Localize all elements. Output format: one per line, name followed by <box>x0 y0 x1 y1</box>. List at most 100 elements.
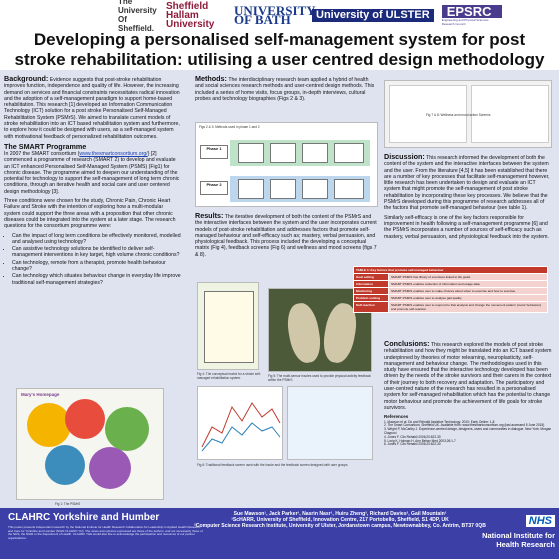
affiliation-2: ²Computer Science Research Institute, Un… <box>194 523 486 529</box>
fig6-traditional-feedback <box>197 386 283 460</box>
discussion-text-2: Similarly self-efficacy is one of the ke… <box>384 214 549 240</box>
nhs-badge: NHS <box>525 515 555 527</box>
phase2-label: Phase 2 <box>200 181 228 195</box>
fig7-8-wellness-screens <box>384 80 552 148</box>
question-item: Can technology which situates behaviour … <box>12 273 181 286</box>
clahrc-title: CLAHRC Yorkshire and Humber <box>8 512 160 523</box>
mood-screen <box>471 85 549 143</box>
table-key: Goal setting <box>353 273 389 281</box>
affiliation-1: ¹ScHARR, University of Sheffield, Innova… <box>231 517 449 523</box>
nihr-line-1: National Institute for <box>482 531 555 540</box>
nihr-logo: NHS National Institute for Health Resear… <box>475 511 555 549</box>
methods-block: Methods: The interdisciplinary research … <box>195 75 375 105</box>
reference-item: 3. Wright P, McCarthy J. Experience-cent… <box>384 427 552 435</box>
table-key: Problem solving <box>353 294 389 302</box>
epsrc-mark: EPSRC <box>441 4 502 18</box>
sheffield-hallam-logo: Sheffield Hallam University <box>166 0 215 30</box>
phase1-step <box>270 143 296 163</box>
fig5-caption: Fig 5: The multi-sensor insoles used to … <box>268 374 371 382</box>
table-header: TABLE 1: Key factors that promote self-m… <box>353 266 548 274</box>
fig4-caption: Fig 4: The conceptual matrix for a strok… <box>197 372 261 380</box>
methods-heading: Methods: <box>195 74 227 83</box>
table-key: Monitoring <box>353 287 389 295</box>
phase2-step <box>334 179 364 199</box>
phase1-label: Phase 1 <box>200 145 228 159</box>
fig1-circle-red <box>65 399 105 439</box>
table-key: Self-reaction <box>353 301 389 313</box>
phase1-step <box>302 143 328 163</box>
phase2-step <box>270 179 296 199</box>
phase1-step <box>334 143 364 163</box>
conclusions-block: Conclusions: This research explored the … <box>384 340 552 447</box>
fig1-circle-blue <box>45 445 85 485</box>
results-heading: Results: <box>195 211 224 220</box>
results-text: The iterative development of both the co… <box>195 214 377 258</box>
phase1-step <box>238 143 264 163</box>
smart-heading: The SMART Programme <box>4 141 87 151</box>
phase2-step <box>238 179 264 199</box>
results-block: Results: The iterative development of bo… <box>195 212 378 261</box>
ulster-logo: University of ULSTER <box>312 8 434 22</box>
question-item: Can assistive technology solutions be id… <box>12 246 181 259</box>
fig2-caption: Figs 2 & 3: Methods used in phase 1 and … <box>199 125 260 129</box>
authors: Sue Mawson¹, Jack Parker¹, Nasrin Nasr¹,… <box>233 511 447 517</box>
smart-text-a: In 2007 the SMART consortium ( <box>4 150 80 157</box>
nihr-line-2: Health Research <box>496 540 555 549</box>
background-heading: Background: <box>4 74 49 83</box>
fig1-psmrs-screenshot: Mary's Homepage <box>16 388 164 500</box>
reference-item: 5. Lorig K, Holman H. Ann Behav Med 2003… <box>384 438 456 443</box>
fig78-caption: Fig 7 & 8: Wellness and mood action Scre… <box>426 113 491 117</box>
fig6-designed-feedback <box>287 386 373 460</box>
table-value: SMART PSMrS enables user to respond to t… <box>388 301 548 313</box>
poster-title: Developing a personalised self-managemen… <box>14 30 545 69</box>
discussion-heading: Discussion: <box>384 152 425 161</box>
reference-item: 6. Jones F. Clin Rehabil 2006;20:622-30 <box>384 442 441 447</box>
table-value: SMART PSMrS enables collection of inform… <box>388 280 548 288</box>
references-heading: References <box>384 414 409 420</box>
fig4-conceptual-matrix <box>197 282 259 370</box>
methods-text: The interdisciplinary research team appl… <box>195 77 375 102</box>
table-value: SMART PSMrS enables user to analyse gait… <box>388 294 548 302</box>
table-value: SMART PSMrS has library of exercises lin… <box>388 273 548 281</box>
disclaimer-text: This poster presents independent researc… <box>8 525 203 540</box>
logo-row: The University Of Sheffield. Sheffield H… <box>118 0 502 33</box>
references-list: 1. Mawson et al. Do and Rehabil Assistiv… <box>384 419 552 448</box>
sheffield-uni-logo: The University Of Sheffield. <box>118 0 157 33</box>
background-text: Evidence suggests that post-stroke rehab… <box>4 77 180 140</box>
author-block: Sue Mawson¹, Jack Parker¹, Nasrin Nasr¹,… <box>190 511 490 529</box>
discussion-block: Discussion: This research informed the d… <box>384 153 552 243</box>
fig1-circle-yellow <box>27 403 71 447</box>
question-item: Can technology, remote from a therapist,… <box>12 260 181 273</box>
table-value: SMART PSMrS enables user to make choices… <box>388 287 548 295</box>
fig1-circle-green <box>105 407 149 451</box>
conclusions-text: This research explored the models of pos… <box>384 342 552 411</box>
wellness-screen <box>389 85 467 143</box>
conclusions-heading: Conclusions: <box>384 339 430 348</box>
fig1-circle-purple <box>89 447 131 489</box>
insole-left <box>284 300 324 366</box>
reference-item: 4. Jones F. Clin Rehabil 2006;20:622-30 <box>384 434 441 439</box>
fig6-chart <box>201 402 281 452</box>
left-column: Background: Evidence suggests that post-… <box>4 75 181 287</box>
research-questions: Can the impact of long term conditions b… <box>12 233 181 286</box>
matrix-card <box>204 291 254 363</box>
epsrc-subtitle: Engineering and Physical Sciences Resear… <box>441 17 489 26</box>
phase2-step <box>302 179 328 199</box>
epsrc-logo: EPSRC Engineering and Physical Sciences … <box>441 4 502 26</box>
reference-item: 1. Mawson et al. Do and Rehabil Assistiv… <box>384 419 495 424</box>
discussion-text: This research informed the development o… <box>384 155 550 212</box>
table-key: Information <box>353 280 389 288</box>
fig1-title: Mary's Homepage <box>21 392 60 397</box>
smart-link[interactable]: www.thesmartconsortium.org/ <box>79 150 148 157</box>
smart-text-2: Three conditions were chosen for the stu… <box>4 198 176 230</box>
fig1-caption: Fig 1: The PSMrS <box>55 502 81 506</box>
smart-text-b: ) [2] commenced a programme of research … <box>4 150 180 195</box>
bath-logo: UNIVERSITY OF BATH <box>234 3 316 27</box>
poster-header: The University Of Sheffield. Sheffield H… <box>0 0 559 82</box>
poster-footer: CLAHRC Yorkshire and Humber This poster … <box>0 508 559 559</box>
